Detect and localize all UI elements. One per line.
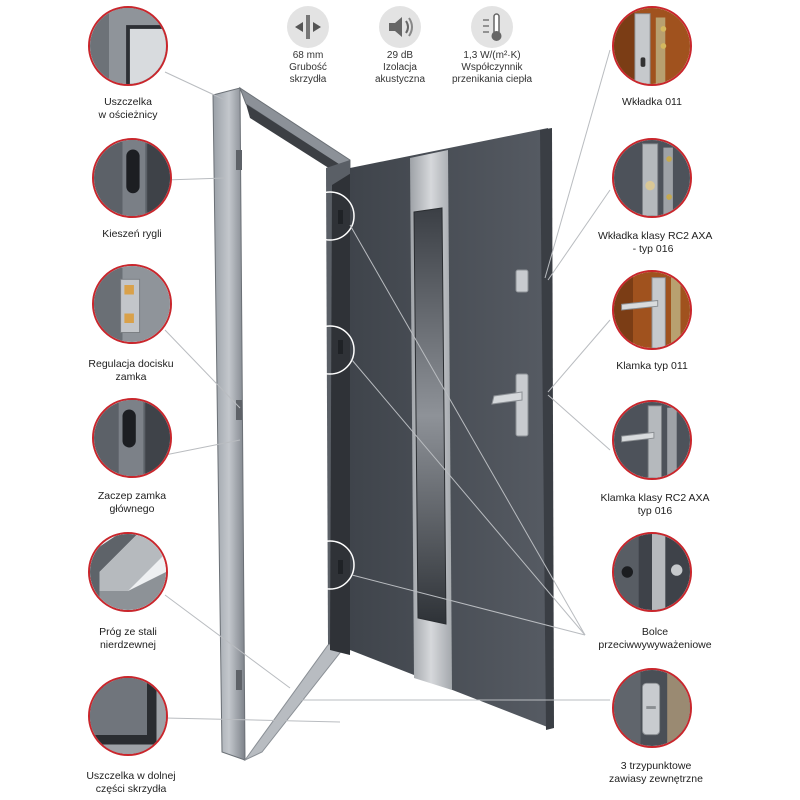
caption-handle-011: Klamka typ 011 [616, 360, 688, 372]
frame-hinge-2 [236, 400, 242, 420]
caption-cylinder-011: Wkładka 011 [622, 96, 682, 108]
frame-top-inner [246, 104, 342, 172]
door-leaf [350, 128, 550, 728]
caption-bolt-pocket: Kieszeń rygli [102, 228, 162, 240]
thickness-icon [287, 6, 329, 48]
detail-marker-3 [305, 540, 355, 590]
frame-hinge-3 [236, 670, 242, 690]
door-side [540, 128, 554, 730]
detail-bolt-pocket-photo [92, 138, 172, 218]
detail-cylinder-rc2-photo [612, 138, 692, 218]
detail-marker-2 [305, 325, 355, 375]
detail-lock-adjust-photo [92, 264, 172, 344]
speaker-icon [379, 6, 421, 48]
spec-thickness-line1: Grubość [289, 62, 327, 73]
spec-thermal-value: 1,3 W/(m²·K) [463, 50, 521, 61]
spec-acoustic-line1: Izolacja [383, 62, 417, 73]
detail-marker-1 [305, 191, 355, 241]
handle-plate [515, 373, 529, 437]
detail-bottom-seal-photo [88, 676, 168, 756]
spec-thickness: 68 mm Grubość skrzydła [258, 6, 358, 86]
frame-left-jamb [212, 87, 246, 761]
detail-handle-rc2-photo [612, 400, 692, 480]
cylinder-escutcheon [515, 269, 529, 293]
spec-thickness-line2: skrzydła [289, 74, 327, 85]
detail-anti-lift-bolts-photo [612, 532, 692, 612]
spec-acoustic: 29 dB Izolacja akustyczna [350, 6, 450, 86]
caption-cylinder-rc2: Wkładka klasy RC2 AXA- typ 016 [598, 230, 713, 255]
spec-thickness-value: 68 mm [292, 50, 324, 61]
thermometer-icon [471, 6, 513, 48]
detail-cylinder-011-photo [612, 6, 692, 86]
door-bolt-3 [338, 560, 343, 574]
leader-lines [164, 49, 611, 723]
frame-top [238, 86, 351, 173]
spec-acoustic-line2: akustyczna [374, 74, 426, 85]
detail-main-strike-photo [92, 398, 172, 478]
detail-hinges-photo [612, 668, 692, 748]
door-bolt-2 [338, 340, 343, 354]
threshold [243, 639, 352, 762]
detail-handle-011-photo [612, 270, 692, 350]
spec-thermal: 1,3 W/(m²·K) Współczynnik przenikania ci… [442, 6, 542, 86]
spec-thermal-line2: przenikania ciepła [451, 74, 533, 85]
frame-right-jamb [326, 160, 350, 645]
detail-frame-seal-photo [88, 6, 168, 86]
detail-threshold-photo [88, 532, 168, 612]
glass-insert [413, 207, 447, 625]
handle-lever [491, 391, 523, 405]
spec-acoustic-value: 29 dB [386, 50, 414, 61]
door-bolt-1 [338, 210, 343, 224]
door-edge [330, 170, 356, 655]
spec-thermal-line1: Współczynnik [461, 62, 523, 73]
steel-strip [410, 150, 452, 690]
frame-hinge-1 [236, 150, 242, 170]
